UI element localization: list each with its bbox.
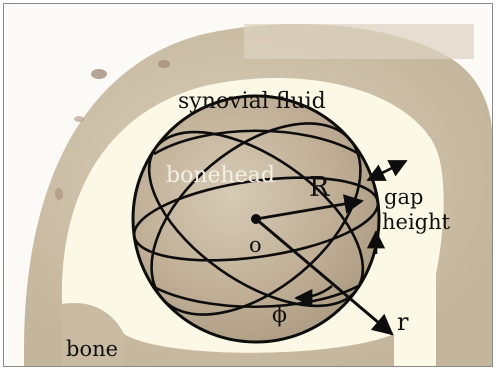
radius-r-label: r (397, 308, 409, 336)
bone-label: bone (66, 337, 118, 361)
bone-speck (55, 188, 63, 200)
bone-speck (158, 60, 170, 68)
diagram-frame: synovial fluid bonehead R gap height o ϕ… (3, 3, 493, 367)
height-label: height (382, 210, 451, 234)
hip-joint-diagram: synovial fluid bonehead R gap height o ϕ… (4, 4, 493, 367)
origin-label: o (249, 233, 262, 257)
synovial-fluid-label: synovial fluid (178, 89, 326, 114)
bonehead-label: bonehead (166, 163, 275, 188)
bone-patch (244, 24, 474, 59)
phi-label: ϕ (272, 303, 287, 328)
origin-point (251, 214, 261, 224)
bone-speck (91, 69, 107, 79)
radius-R-label: R (309, 172, 330, 203)
gap-label: gap (384, 185, 423, 209)
bone-speck (74, 116, 84, 122)
